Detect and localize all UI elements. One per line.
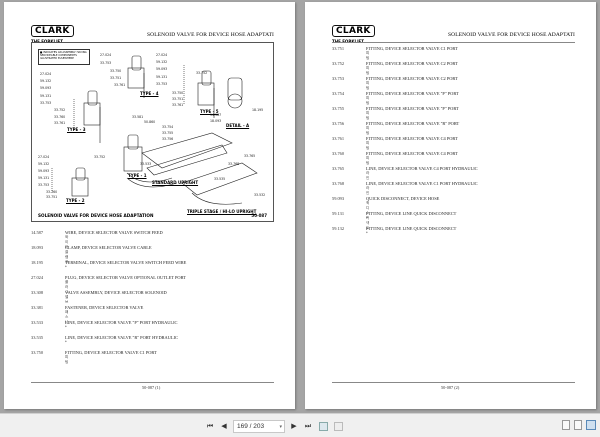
paste-page-icon[interactable]	[334, 421, 343, 431]
parts-diagram: ■ INDICATES AN ASSEMBLY HAVING SERVICEAB…	[31, 42, 274, 222]
diagram-caption: SOLENOID VALVE FOR DEVICE HOSE ADAPTATIO…	[38, 213, 154, 218]
last-page-icon[interactable]: ⏭	[304, 421, 312, 430]
triple-stage-label: TRIPLE STAGE / HI-LO UPRIGHT	[187, 209, 257, 214]
footer-divider	[332, 382, 575, 383]
page-header-title: SOLENOID VALVE FOR DEVICE HOSE ADAPTATI	[448, 32, 575, 38]
footer-divider	[31, 382, 274, 383]
view-mode-switcher	[562, 420, 596, 430]
page-left: CLARK THE FORKLIFT SOLENOID VALVE FOR DE…	[4, 2, 295, 409]
page-footer-number: 50-087 (2)	[441, 385, 460, 390]
type-1-label: TYPE - 1	[128, 173, 147, 178]
clark-logo: CLARK THE FORKLIFT	[332, 20, 375, 44]
document-viewer[interactable]: CLARK THE FORKLIFT SOLENOID VALVE FOR DE…	[0, 0, 600, 413]
continuous-view-icon[interactable]	[574, 420, 582, 430]
page-header-title: SOLENOID VALVE FOR DEVICE HOSE ADAPTATI	[147, 32, 274, 38]
page-footer-number: 50-087 (1)	[142, 385, 161, 390]
copy-page-icon[interactable]	[319, 421, 328, 431]
chevron-down-icon[interactable]: ▾	[279, 423, 282, 430]
type-3-label: TYPE - 3	[67, 127, 86, 132]
single-page-view-icon[interactable]	[562, 420, 570, 430]
detail-a-label: DETAIL - A	[226, 123, 250, 128]
first-page-icon[interactable]: ⏮	[206, 421, 214, 430]
diagram-legend: ■ INDICATES AN ASSEMBLY HAVING SERVICEAB…	[38, 49, 90, 65]
next-page-icon[interactable]: ▶	[291, 422, 297, 430]
pdf-navigation-toolbar: ⏮ ◀ 169 / 203 ▾ ▶ ⏭	[0, 413, 600, 437]
exploded-view-drawing	[51, 55, 258, 205]
page-navigation: ⏮ ◀ 169 / 203 ▾ ▶ ⏭	[205, 419, 343, 433]
header-divider	[332, 42, 575, 43]
two-page-view-icon[interactable]	[586, 420, 596, 430]
standard-upright-label: STANDARD UPRIGHT	[152, 180, 199, 185]
page-number-input[interactable]: 169 / 203 ▾	[233, 419, 285, 433]
prev-page-icon[interactable]: ◀	[221, 422, 227, 430]
clark-logo: CLARK THE FORKLIFT	[31, 20, 74, 44]
page-right: CLARK THE FORKLIFT SOLENOID VALVE FOR DE…	[305, 2, 596, 409]
type-5-label: TYPE - 5	[200, 109, 219, 114]
diagram-code: 50-087	[251, 213, 267, 218]
type-4-label: TYPE - 4	[140, 91, 159, 96]
type-2-label: TYPE - 2	[66, 198, 85, 203]
